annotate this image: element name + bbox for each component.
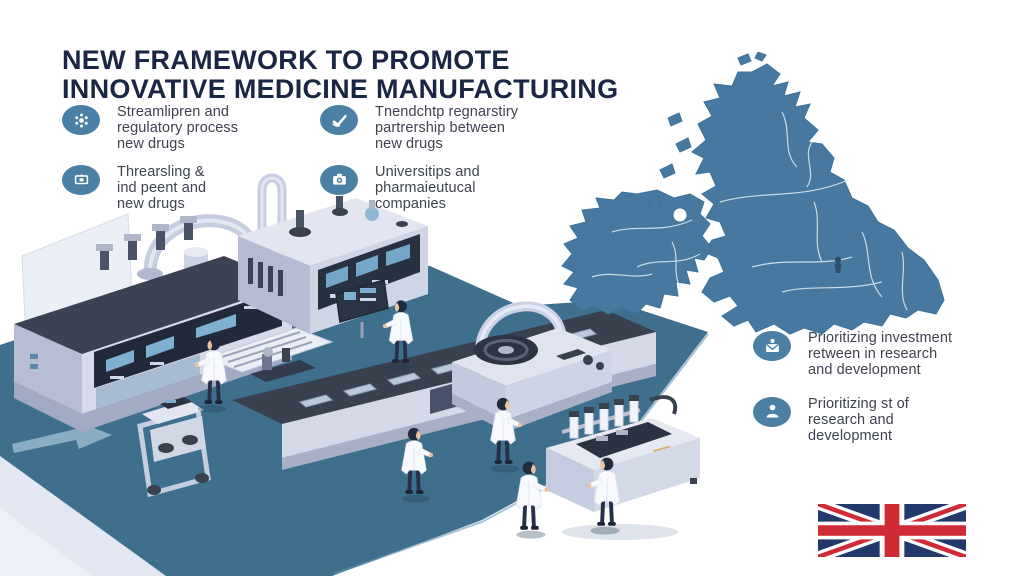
feature-item: Prioritizing investment retween in resea…: [753, 330, 1003, 379]
feature-label: Tnendchtp regnarstiry partrership betwee…: [375, 104, 519, 153]
feature-list-left-column-1: Streamlipren and regulatory process new …: [62, 104, 307, 223]
uk-flag: [818, 504, 966, 557]
ireland-landmass: [561, 189, 713, 315]
lab-bench: [546, 395, 700, 540]
feature-item: Prioritizing st of research and developm…: [753, 396, 1003, 445]
factory-illustration: [0, 173, 709, 576]
region-borders: [591, 111, 908, 311]
feature-label: Prioritizing investment retween in resea…: [808, 330, 953, 379]
package-icon: [62, 164, 100, 195]
feature-item: Tnendchtp regnarstiry partrership betwee…: [320, 104, 570, 153]
feature-item: Threarsling & ind peent and new drugs: [62, 164, 307, 213]
checkmark-icon: [320, 105, 358, 135]
machine-disc-unit: [452, 301, 612, 432]
title-line-1: NEW FRAMEWORK TO PROMOTE: [62, 45, 510, 76]
title-line-2: INNOVATIVE MEDICINE MANUFACTURING: [62, 73, 619, 104]
feature-list-left-column-2: Tnendchtp regnarstiry partrership betwee…: [320, 104, 570, 223]
feature-label: Streamlipren and regulatory process new …: [117, 104, 239, 153]
page-title: NEW FRAMEWORK TO PROMOTE INNOVATIVE MEDI…: [62, 46, 782, 104]
feature-item: Universitips and pharmaieutucal companie…: [320, 164, 570, 213]
person-icon: [753, 396, 791, 427]
machine-left: [14, 213, 334, 432]
feature-item: Streamlipren and regulatory process new …: [62, 104, 307, 153]
molecule-icon: [62, 105, 100, 135]
great-britain-landmass: [691, 63, 945, 335]
feature-list-right: Prioritizing investment retween in resea…: [753, 330, 1003, 455]
control-tablet: [335, 279, 389, 338]
feature-label: Threarsling & ind peent and new drugs: [117, 163, 207, 213]
map-pin: [834, 256, 842, 273]
mail-person-icon: [753, 331, 791, 361]
uk-map: [561, 52, 945, 335]
feature-label: Universitips and pharmaieutucal companie…: [375, 163, 480, 213]
feature-label: Prioritizing st of research and developm…: [808, 395, 909, 445]
camera-icon: [320, 164, 358, 195]
equipment-cart: [137, 397, 211, 498]
